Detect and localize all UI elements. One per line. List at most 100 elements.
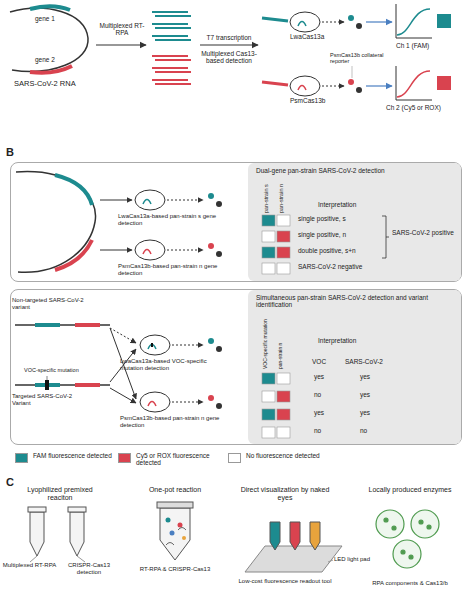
svg-circle	[356, 87, 362, 93]
node-text: Interpretation	[318, 201, 356, 208]
svg-circle	[392, 526, 396, 530]
svg-rect	[157, 502, 193, 508]
svg-circle	[178, 523, 183, 528]
amplicons	[152, 12, 191, 84]
annotation-label: PsmCas13b collateral reporter	[330, 52, 388, 65]
annotation-label: SARS-CoV-2	[345, 358, 383, 365]
svg-line	[155, 15, 191, 17]
legend-text: FAM fluorescence detected	[33, 452, 113, 459]
svg-circle	[427, 525, 431, 529]
svg-circle	[411, 510, 439, 538]
svg-path	[70, 512, 84, 556]
svg-line	[152, 55, 188, 57]
annotation-label: T7 transcription	[198, 34, 260, 41]
annotation-label: VOC-specific mutation	[263, 319, 269, 369]
svg-ellipse	[290, 12, 320, 32]
rna-genome	[10, 6, 88, 72]
svg-circle	[393, 540, 421, 568]
annotation-label: gene 1	[35, 15, 55, 22]
legend-swatch	[15, 453, 28, 463]
svg-line	[152, 11, 188, 13]
annotation-label: no	[314, 391, 321, 398]
svg-rect	[437, 14, 451, 28]
svg-path	[166, 528, 186, 546]
annotation-label: LED light pad	[334, 556, 370, 563]
svg-path	[310, 522, 320, 550]
svg-path	[298, 22, 306, 27]
panel-box: LwaCas13a-based pan-strain s gene detect…	[10, 162, 462, 282]
svg-line	[152, 67, 188, 69]
annotation-label: single positive, s	[298, 215, 346, 222]
annotation-label: Multiplexed RT-RPA	[96, 22, 148, 37]
svg-path	[30, 66, 72, 73]
node-text: Interpretation	[318, 337, 356, 344]
svg-line	[322, 86, 344, 87]
svg-path	[245, 546, 342, 572]
annotation-label: double positive, s+n	[298, 247, 356, 254]
petri-dishes	[376, 510, 439, 568]
annotation-label: Multiplexed RT-RPA	[2, 562, 57, 569]
annotation-label: Low-cost fluorescence readout tool	[225, 578, 345, 585]
svg-ellipse	[290, 76, 320, 96]
process-arrow	[96, 44, 146, 45]
cas13a-detection	[262, 12, 392, 32]
svg-line	[77, 556, 85, 562]
annotation-label: pan-strain n	[278, 343, 284, 369]
svg-circle	[348, 15, 354, 21]
annotation-label: SARS-CoV-2 negative	[298, 263, 362, 270]
annotation-label: RT-RPA & CRISPR-Cas13	[125, 566, 225, 573]
annotation-label: gene 2	[35, 56, 55, 63]
annotation-label: Direct visualization by naked eyes	[235, 486, 335, 502]
svg-path	[160, 508, 190, 560]
annotation-label: no	[360, 427, 367, 434]
annotation-label: VOC	[312, 358, 326, 365]
node-text: PsmCas13b-based pan-strain n gene detect…	[118, 263, 218, 277]
svg-line	[328, 560, 333, 562]
svg-line	[366, 21, 392, 22]
cas13b-detection	[262, 66, 392, 96]
svg-path	[298, 86, 306, 91]
svg-line	[322, 22, 344, 23]
svg-path	[397, 9, 430, 35]
svg-rect	[28, 507, 46, 512]
svg-circle	[166, 518, 171, 523]
svg-line	[152, 79, 188, 81]
annotation-label: yes	[360, 409, 370, 416]
one-pot-tube	[157, 502, 193, 560]
annotation-label: Ch 2 (Cy5 or ROX)	[386, 104, 441, 111]
svg-line	[152, 23, 188, 25]
svg-circle	[182, 536, 186, 540]
svg-path	[30, 512, 44, 556]
svg-path	[270, 522, 280, 550]
svg-line	[352, 66, 353, 78]
svg-line	[155, 83, 191, 85]
annotation-label: pan-strain s	[263, 184, 269, 213]
svg-line	[155, 71, 191, 73]
annotation-label: yes	[314, 373, 324, 380]
svg-line	[30, 556, 37, 562]
node-text: LwaCas13a-based VOC-specific mutation de…	[120, 358, 220, 372]
svg-line	[152, 35, 188, 37]
annotation-label: Locally produced enzymes	[355, 486, 465, 494]
svg-line	[155, 59, 191, 61]
annotation-label: PsmCas13b	[290, 97, 325, 104]
annotation-label: CRISPR-Cas13 detection	[58, 562, 120, 576]
svg-circle	[401, 550, 405, 554]
process-arrow	[200, 44, 258, 45]
node-text: VOC-specific mutation	[24, 367, 79, 373]
legend-text: Cy5 or ROX fluorescence detected	[136, 452, 216, 467]
annotation-label: yes	[360, 391, 370, 398]
svg-circle	[170, 531, 175, 536]
fluorescence-plot	[396, 4, 451, 100]
annotation-label: Lyophilized premixed reaciton	[15, 486, 105, 502]
node-text: Targeted SARS-CoV-2 Variant	[12, 393, 92, 407]
legend-text: No fluorescence detected	[246, 452, 326, 459]
panel-box: Non-targeted SARS-CoV-2 variantTargeted …	[10, 289, 462, 445]
annotation-label: SARS-CoV-2 RNA	[14, 80, 76, 89]
annotation-label: LwaCas13a	[290, 33, 324, 40]
annotation-label: Ch 1 (FAM)	[396, 42, 429, 49]
panel-letter: C	[6, 476, 14, 489]
svg-line	[366, 85, 392, 86]
svg-circle	[409, 555, 413, 559]
